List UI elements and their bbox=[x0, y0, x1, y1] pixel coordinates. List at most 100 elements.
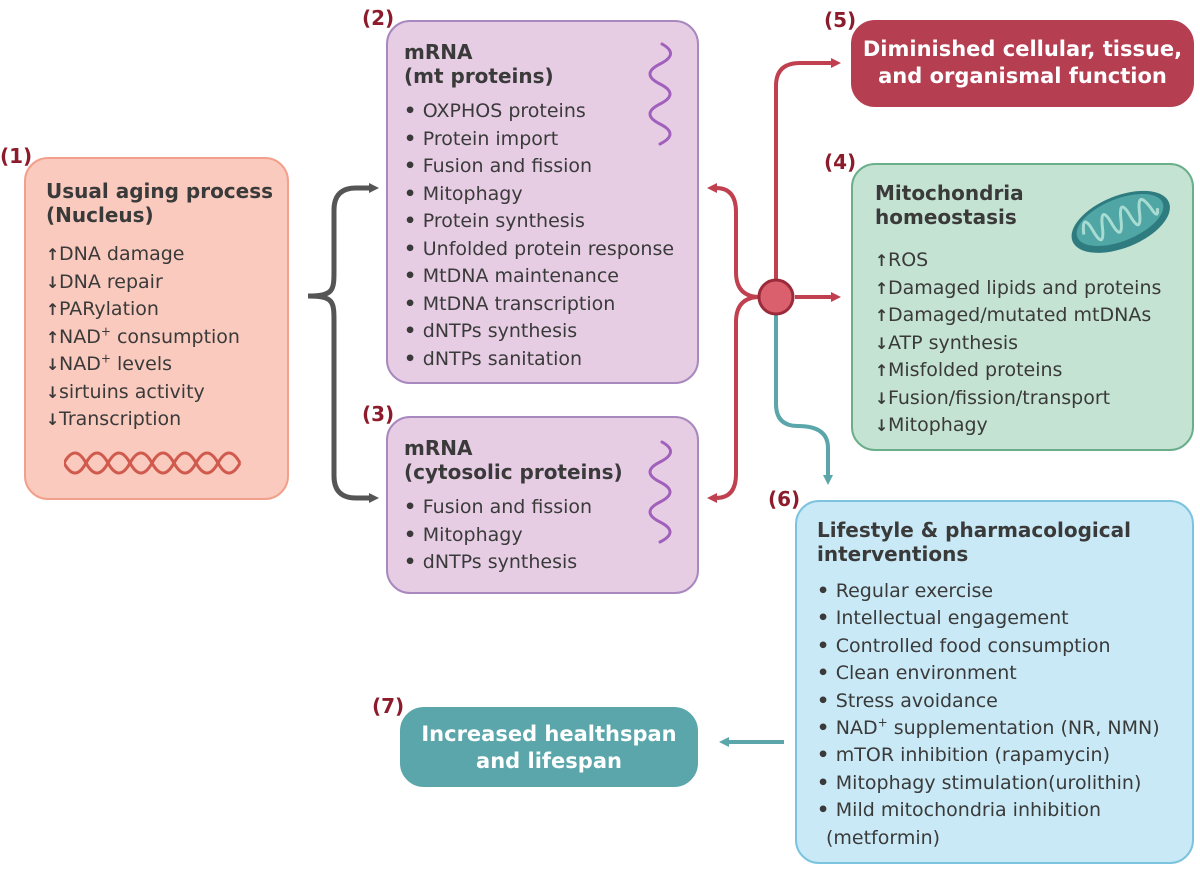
item-text: Mild mitochondria inhibition bbox=[835, 799, 1102, 822]
mrna-strand-icon bbox=[648, 440, 672, 544]
list-item: • Unfolded protein response bbox=[404, 236, 697, 264]
mito-changes-list: ↑ROS↑Damaged lipids and proteins↑Damaged… bbox=[875, 247, 1192, 440]
decrease-arrow-icon: ↓ bbox=[46, 410, 60, 429]
list-item: • OXPHOS proteins bbox=[404, 98, 697, 126]
item-text: PARylation bbox=[59, 298, 159, 320]
item-text: DNA repair bbox=[59, 270, 163, 293]
interventions-box: Lifestyle & pharmacological intervention… bbox=[795, 500, 1194, 864]
list-item: ↓DNA repair bbox=[46, 269, 287, 297]
increase-arrow-icon: ↑ bbox=[46, 300, 60, 319]
bullet-icon: • bbox=[404, 496, 423, 518]
bullet-icon: • bbox=[817, 662, 836, 685]
list-item: • MtDNA maintenance bbox=[404, 263, 697, 291]
bullet-icon: • bbox=[817, 689, 836, 712]
mrna-mt-proteins-box: mRNA (mt proteins) • OXPHOS proteins• Pr… bbox=[386, 20, 699, 384]
bullet-icon: • bbox=[817, 799, 836, 822]
nucleus-changes-list: ↑DNA damage↓DNA repair↑PARylation↑NAD+ c… bbox=[46, 241, 287, 434]
bullet-icon: • bbox=[404, 551, 423, 573]
item-text: Mitophagy stimulation(urolithin) bbox=[835, 771, 1142, 794]
bullet-icon: • bbox=[404, 100, 423, 122]
increase-arrow-icon: ↑ bbox=[875, 278, 889, 298]
central-node bbox=[757, 278, 795, 316]
list-item: • Mitophagy bbox=[404, 181, 697, 209]
bullet-icon: • bbox=[404, 155, 423, 177]
item-text: NAD bbox=[59, 325, 101, 348]
gray-brace-arrow bbox=[307, 183, 379, 503]
bullet-icon: • bbox=[817, 771, 836, 794]
outcome-line: Diminished cellular, tissue, bbox=[862, 37, 1183, 61]
item-text: Damaged lipids and proteins bbox=[888, 276, 1162, 299]
item-text: Intellectual engagement bbox=[835, 607, 1069, 630]
bullet-icon: • bbox=[817, 717, 836, 740]
list-item: • Fusion and fission bbox=[404, 494, 697, 522]
increase-arrow-icon: ↑ bbox=[875, 361, 889, 380]
superscript: + bbox=[100, 351, 111, 366]
item-text: Fusion/fission/transport bbox=[888, 386, 1111, 409]
healthspan-line: and lifespan bbox=[476, 749, 622, 773]
bullet-icon: • bbox=[404, 523, 423, 546]
list-item: ↑Misfolded proteins bbox=[875, 357, 1192, 385]
teal-arrows bbox=[719, 313, 833, 747]
item-text: NAD bbox=[59, 353, 101, 375]
list-item: • dNTPs synthesis bbox=[404, 318, 697, 346]
list-item: • Protein import bbox=[404, 126, 697, 154]
list-item: ↑ROS bbox=[875, 247, 1192, 275]
increase-arrow-icon: ↑ bbox=[875, 251, 889, 270]
item-text: ATP synthesis bbox=[888, 331, 1019, 354]
list-item: • Clean environment bbox=[817, 660, 1192, 687]
mrna-strand-icon bbox=[648, 42, 672, 146]
nucleus-aging-box: Usual aging process (Nucleus) ↑ DNA damag… bbox=[24, 157, 289, 500]
item-text: Mitophagy bbox=[422, 523, 523, 546]
title-line: homeostasis bbox=[875, 205, 1017, 229]
item-text: OXPHOS proteins bbox=[422, 100, 586, 122]
list-item: ↑NAD+ consumption bbox=[46, 324, 287, 352]
item-text: consumption bbox=[110, 325, 240, 348]
item-text: Mitophagy bbox=[888, 414, 988, 436]
list-item: • Intellectual engagement bbox=[817, 605, 1192, 632]
item-text: mTOR inhibition (rapamycin) bbox=[835, 744, 1110, 767]
list-item: • Stress avoidance bbox=[817, 688, 1192, 715]
item-text: DNA damage bbox=[59, 243, 185, 265]
list-item: • Regular exercise bbox=[817, 578, 1192, 605]
list-item: • Protein synthesis bbox=[404, 208, 697, 236]
superscript: + bbox=[877, 715, 888, 730]
list-item: • Mitophagy bbox=[404, 522, 697, 550]
item-text: Clean environment bbox=[835, 662, 1017, 685]
list-item: ↓Mitophagy bbox=[875, 412, 1192, 440]
bullet-icon: • bbox=[404, 127, 423, 150]
item-text: ROS bbox=[888, 249, 929, 271]
step-label-2: (2) bbox=[362, 6, 395, 30]
nucleus-box-title: Usual aging process (Nucleus) bbox=[46, 179, 287, 227]
mrna-cyto-box-title: mRNA (cytosolic proteins) bbox=[404, 436, 697, 484]
bullet-icon: • bbox=[404, 320, 423, 342]
superscript: + bbox=[100, 324, 111, 339]
bullet-icon: • bbox=[817, 744, 836, 767]
step-label-6: (6) bbox=[768, 487, 801, 511]
step-label-7: (7) bbox=[372, 694, 405, 718]
list-item: ↑Damaged lipids and proteins bbox=[875, 275, 1192, 303]
item-text: Regular exercise bbox=[835, 580, 994, 602]
title-line: mRNA bbox=[404, 40, 473, 64]
item-text: dNTPs sanitation bbox=[422, 347, 583, 370]
mrna-cyto-list: • Fusion and fission• Mitophagy• dNTPs s… bbox=[404, 494, 697, 577]
interventions-list: • Regular exercise• Intellectual engagem… bbox=[817, 578, 1192, 852]
decrease-arrow-icon: ↓ bbox=[875, 416, 889, 435]
item-text: Protein synthesis bbox=[422, 210, 585, 232]
mitochondria-homeostasis-box: Mitochondria homeostasis ↑ROS↑Damaged li… bbox=[851, 163, 1194, 451]
list-item: ↓sirtuins activity bbox=[46, 379, 287, 407]
list-item: • Controlled food consumption bbox=[817, 633, 1192, 660]
title-line: Usual aging process bbox=[46, 179, 274, 203]
healthspan-line: Increased healthspan bbox=[421, 722, 677, 746]
item-text: Protein import bbox=[422, 127, 559, 150]
item-text: Fusion and fission bbox=[422, 155, 593, 177]
increase-arrow-icon: ↑ bbox=[46, 327, 60, 347]
mrna-cytosolic-proteins-box: mRNA (cytosolic proteins) • Fusion and f… bbox=[386, 416, 699, 594]
item-text: supplementation (NR, NMN) bbox=[887, 717, 1160, 740]
list-item: ↑Damaged/mutated mtDNAs bbox=[875, 302, 1192, 330]
bullet-icon: • bbox=[817, 580, 836, 602]
list-item: • Fusion and fission bbox=[404, 153, 697, 181]
step-label-4: (4) bbox=[824, 150, 857, 174]
list-item: ↓Fusion/fission/transport bbox=[875, 385, 1192, 413]
list-item: ↓Transcription bbox=[46, 406, 287, 434]
